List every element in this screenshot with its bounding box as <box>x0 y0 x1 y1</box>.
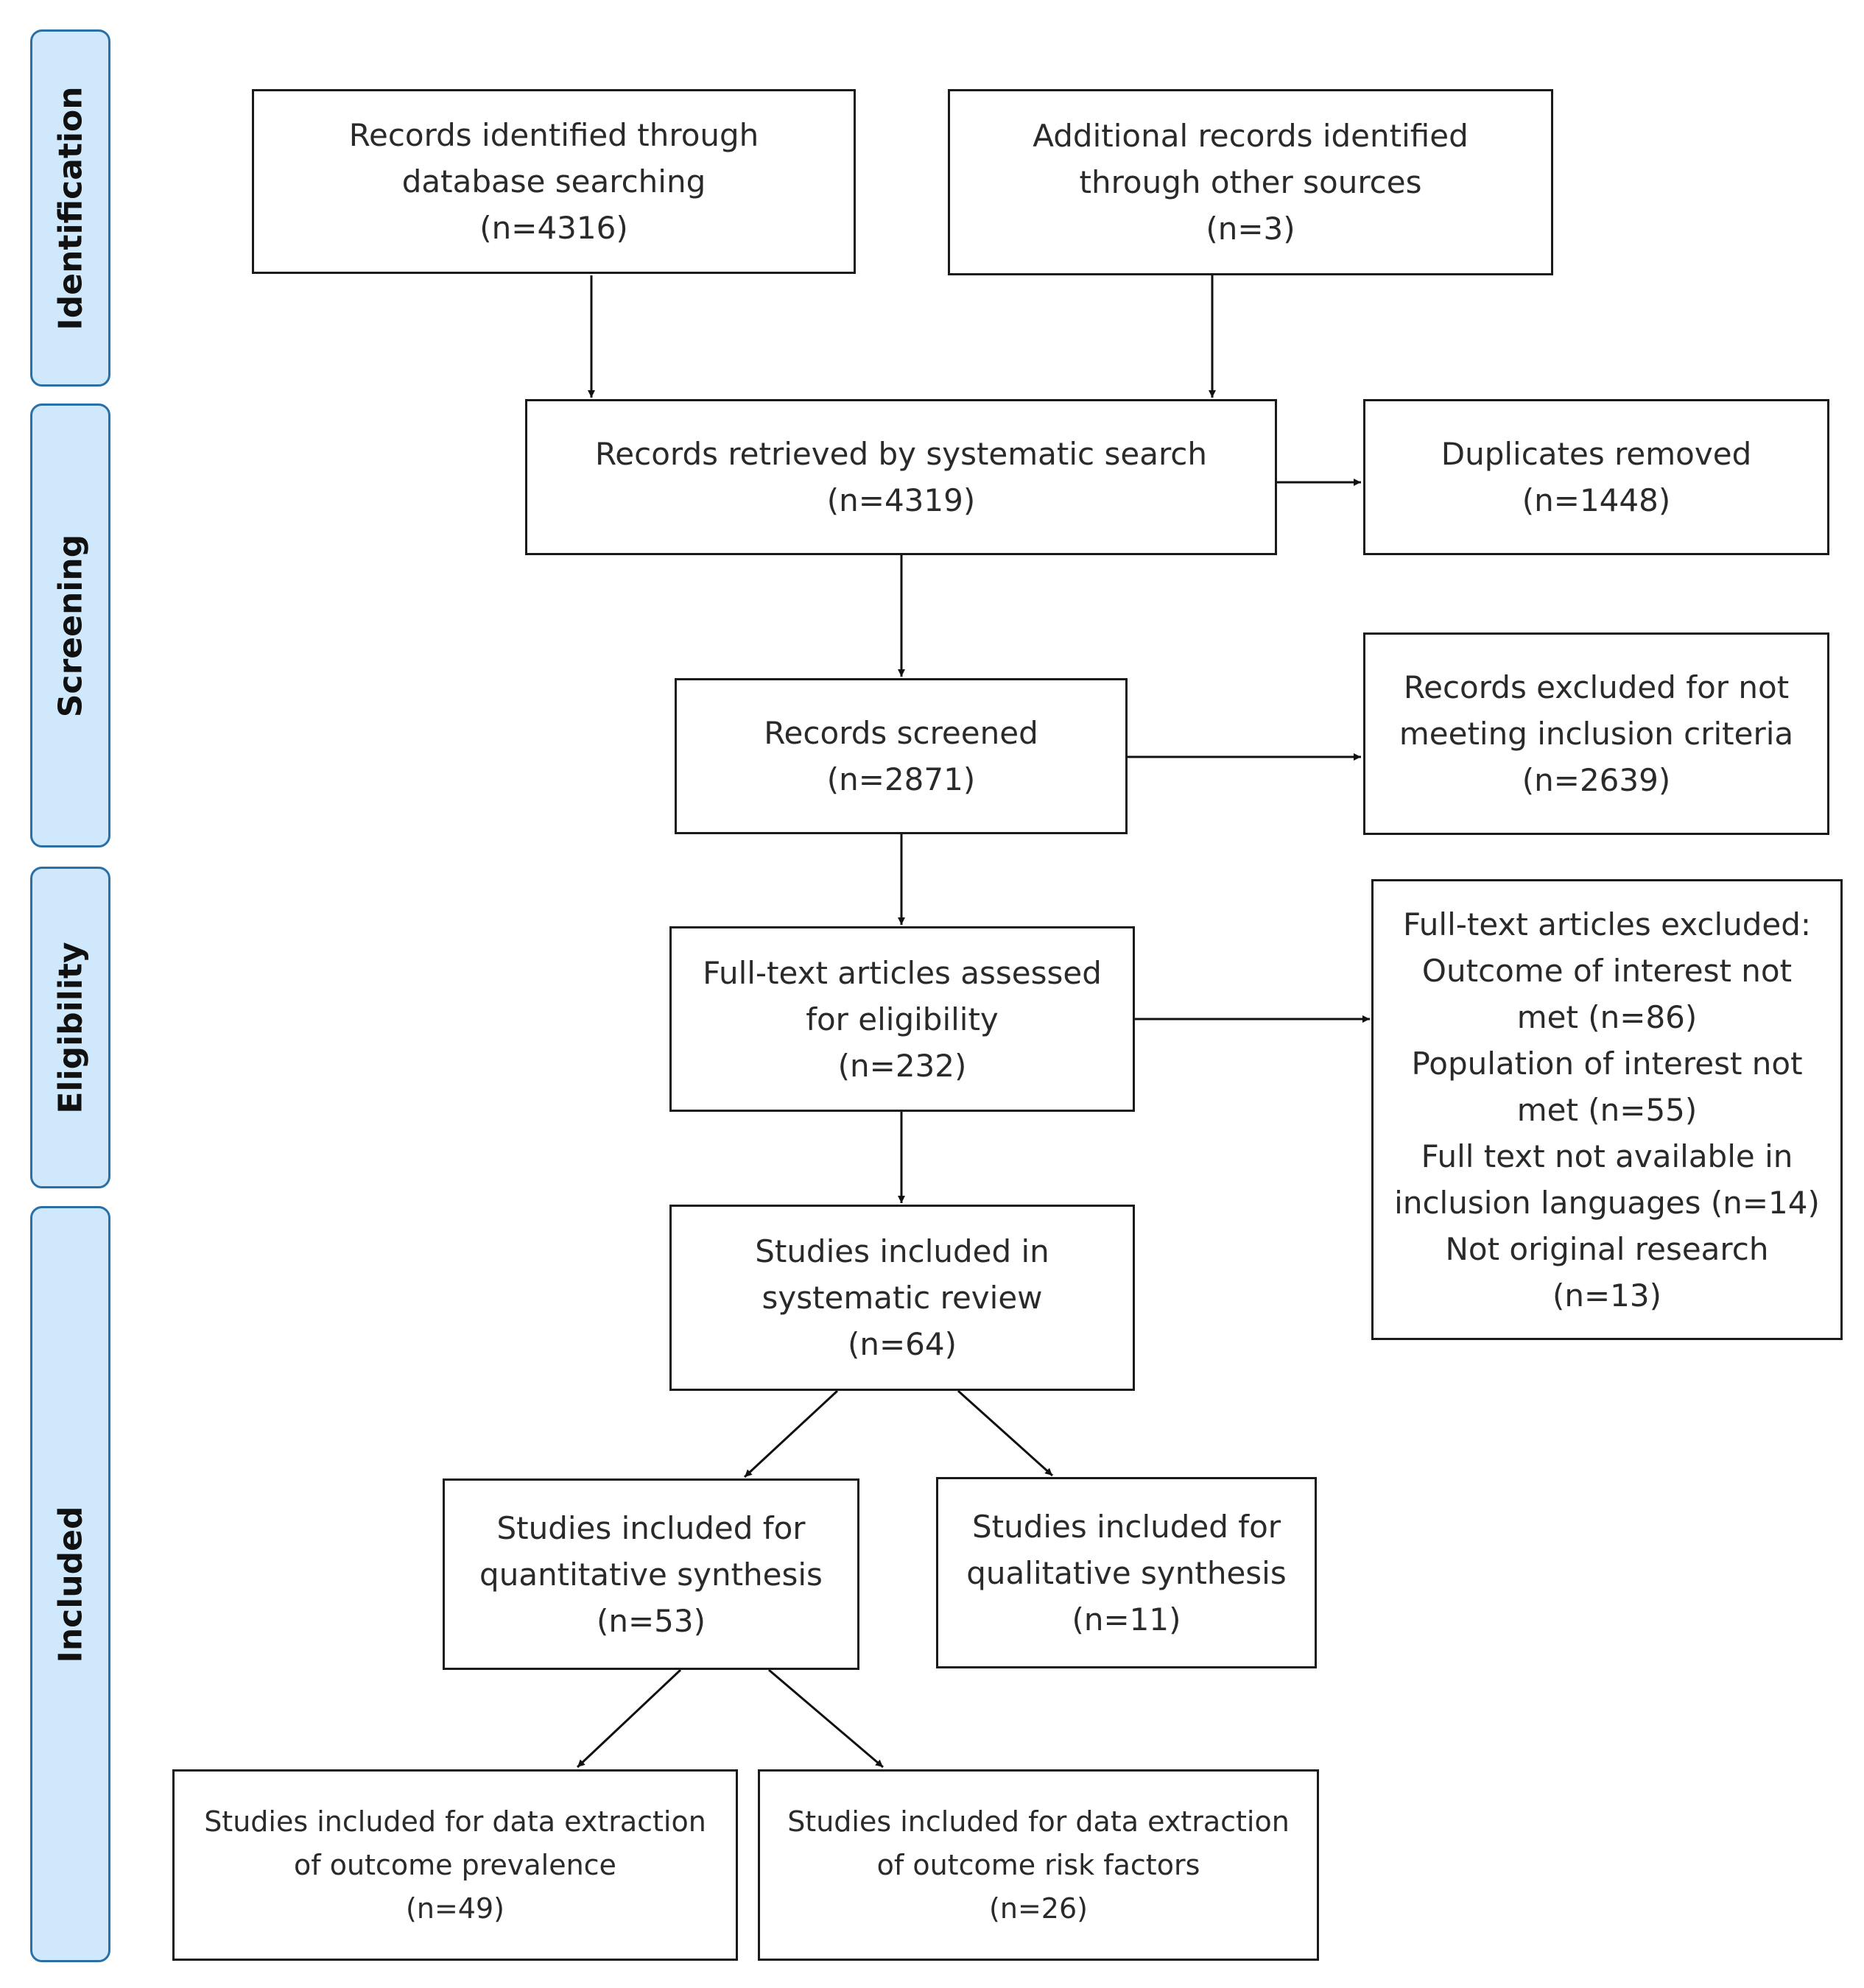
box-text-line: Studies included for data extraction <box>787 1805 1290 1838</box>
box-duplicates-removed: Duplicates removed (n=1448) <box>1363 399 1829 555</box>
box-text-line: (n=2639) <box>1522 762 1671 798</box>
box-text-line: through other sources <box>1079 164 1422 200</box>
box-text-line: (n=13) <box>1552 1277 1662 1314</box>
box-text-line: Outcome of interest not <box>1421 952 1793 989</box>
box-text-line: (n=49) <box>406 1892 504 1925</box>
box-text-line: systematic review <box>762 1280 1043 1316</box>
box-quantitative-synthesis: Studies included for quantitative synthes… <box>443 1478 859 1670</box>
box-text-line: Records retrieved by systematic search <box>594 436 1208 472</box>
box-text-line: (n=1448) <box>1522 482 1671 518</box>
box-text-line: Studies included for data extraction <box>204 1805 706 1838</box>
box-outcome-risk-factors: Studies included for data extraction of o… <box>758 1769 1319 1961</box>
box-text-line: of outcome risk factors <box>876 1848 1200 1881</box>
box-text-line: Records identified through <box>348 117 759 153</box>
box-text-line: Records excluded for not <box>1403 669 1790 705</box>
box-outcome-prevalence: Studies included for data extraction of o… <box>172 1769 738 1961</box>
box-text-line: (n=53) <box>596 1602 706 1639</box>
box-text-line: met (n=55) <box>1516 1091 1698 1128</box>
box-text-line: quantitative synthesis <box>479 1556 823 1593</box>
box-text-line: Population of interest not <box>1411 1045 1803 1082</box>
box-text-line: (n=4319) <box>826 482 976 518</box>
box-text-line: of outcome prevalence <box>294 1848 616 1881</box>
box-text-line: (n=2871) <box>826 761 976 797</box>
box-text-line: Duplicates removed <box>1441 436 1752 472</box>
box-text-line: (n=232) <box>837 1047 967 1084</box>
arrow-quantitative-to-riskfactors <box>768 1668 884 1769</box>
box-text-line: database searching <box>401 163 706 200</box>
phase-identification: Identification <box>30 29 110 387</box>
box-text-line: meeting inclusion criteria <box>1399 716 1794 752</box>
phase-included: Included <box>30 1206 110 1962</box>
phase-screening: Screening <box>30 403 110 847</box>
box-records-retrieved: Records retrieved by systematic search (n… <box>525 399 1277 555</box>
box-text-line: Studies included in <box>755 1233 1049 1269</box>
arrow-quantitative-to-prevalence <box>576 1668 682 1769</box>
box-text-line: qualitative synthesis <box>966 1554 1287 1591</box>
box-text-line: Full-text articles assessed <box>703 954 1102 991</box>
box-fulltext-excluded: Full-text articles excluded: Outcome of i… <box>1371 879 1843 1340</box>
box-text-line: (n=26) <box>989 1892 1088 1925</box>
box-text-line: inclusion languages (n=14) <box>1394 1184 1820 1221</box>
arrow-review-to-qualitative <box>957 1389 1054 1477</box>
box-text-line: (n=64) <box>847 1326 957 1362</box>
box-records-database-search: Records identified through database searc… <box>252 89 856 274</box>
box-text-line: for eligibility <box>806 1001 999 1037</box>
box-text-line: Full-text articles excluded: <box>1402 906 1812 942</box>
box-text-line: met (n=86) <box>1516 998 1698 1035</box>
box-text-line: (n=4316) <box>479 210 628 246</box>
box-records-other-sources: Additional records identified through oth… <box>948 89 1553 275</box>
box-text-line: Records screened <box>764 715 1038 751</box>
box-text-line: Additional records identified <box>1033 118 1469 154</box>
arrow-review-to-quantitative <box>743 1389 839 1478</box>
phase-eligibility: Eligibility <box>30 867 110 1188</box>
box-text-line: (n=3) <box>1206 211 1295 247</box>
box-fulltext-assessed: Full-text articles assessed for eligibili… <box>669 926 1135 1112</box>
box-records-excluded-criteria: Records excluded for not meeting inclusio… <box>1363 632 1829 835</box>
box-text-line: (n=11) <box>1072 1601 1181 1638</box>
box-qualitative-synthesis: Studies included for qualitative synthesi… <box>936 1477 1317 1668</box>
box-systematic-review: Studies included in systematic review (n=6… <box>669 1205 1135 1391</box>
box-text-line: Not original research <box>1445 1230 1769 1267</box>
box-text-line: Studies included for <box>496 1509 806 1546</box>
box-records-screened: Records screened (n=2871) <box>675 678 1128 834</box>
box-text-line: Studies included for <box>971 1508 1281 1545</box>
box-text-line: Full text not available in <box>1421 1138 1793 1174</box>
